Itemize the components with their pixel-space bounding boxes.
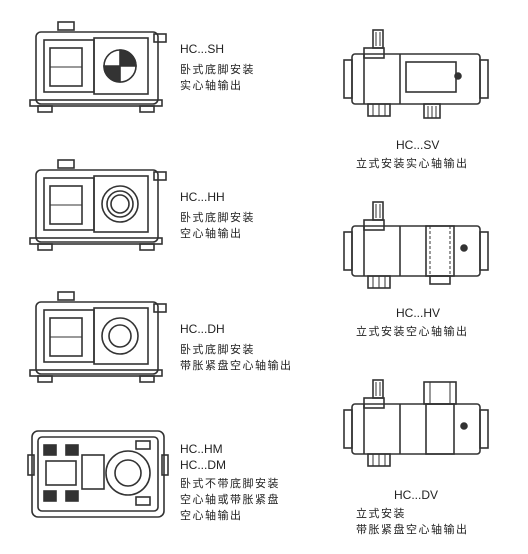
variant-code-dh: HC...DH (180, 322, 225, 336)
variant-desc-line: 立式安装 (356, 507, 406, 520)
gearbox-drawing-dv (340, 378, 500, 472)
variant-desc-hv: 立式安装空心轴输出 (356, 324, 469, 340)
variant-desc-line: 实心轴输出 (180, 79, 243, 92)
gearbox-drawing-dh (28, 290, 168, 385)
variant-desc-line: 空心轴输出 (180, 227, 243, 240)
gearbox-drawing-sv (340, 28, 500, 122)
variant-desc-sh: 卧式底脚安装 实心轴输出 (180, 62, 255, 94)
variant-desc-dv: 立式安装 带胀紧盘空心轴输出 (356, 506, 469, 538)
variant-desc-line: 带胀紧盘空心轴输出 (356, 523, 469, 536)
gearbox-drawing-hv (340, 200, 500, 294)
variant-code-hm: HC..HM (180, 442, 223, 456)
variant-desc-dh: 卧式底脚安装 带胀紧盘空心轴输出 (180, 342, 293, 374)
variant-code-dv: HC...DV (394, 488, 439, 502)
variant-code-sh: HC...SH (180, 42, 225, 56)
gearbox-drawing-hm (24, 425, 172, 525)
variant-desc-line: 空心轴或带胀紧盘 (180, 493, 280, 506)
gearbox-drawing-sh (28, 20, 168, 115)
gearbox-drawing-hh (28, 158, 168, 253)
variant-code-dm: HC...DM (180, 458, 226, 472)
variant-code-sv: HC...SV (396, 138, 440, 152)
variant-desc-line: 带胀紧盘空心轴输出 (180, 359, 293, 372)
variant-desc-line: 空心轴输出 (180, 509, 243, 522)
variant-desc-hm: 卧式不带底脚安装 空心轴或带胀紧盘 空心轴输出 (180, 476, 280, 524)
variant-desc-sv: 立式安装实心轴输出 (356, 156, 469, 172)
variant-desc-line: 卧式不带底脚安装 (180, 477, 280, 490)
variant-code-hv: HC...HV (396, 306, 441, 320)
variant-desc-hh: 卧式底脚安装 空心轴输出 (180, 210, 255, 242)
variant-code-hh: HC...HH (180, 190, 225, 204)
variant-desc-line: 卧式底脚安装 (180, 211, 255, 224)
variant-desc-line: 卧式底脚安装 (180, 63, 255, 76)
variant-desc-line: 卧式底脚安装 (180, 343, 255, 356)
variant-desc-line: 立式安装空心轴输出 (356, 325, 469, 338)
variant-desc-line: 立式安装实心轴输出 (356, 157, 469, 170)
